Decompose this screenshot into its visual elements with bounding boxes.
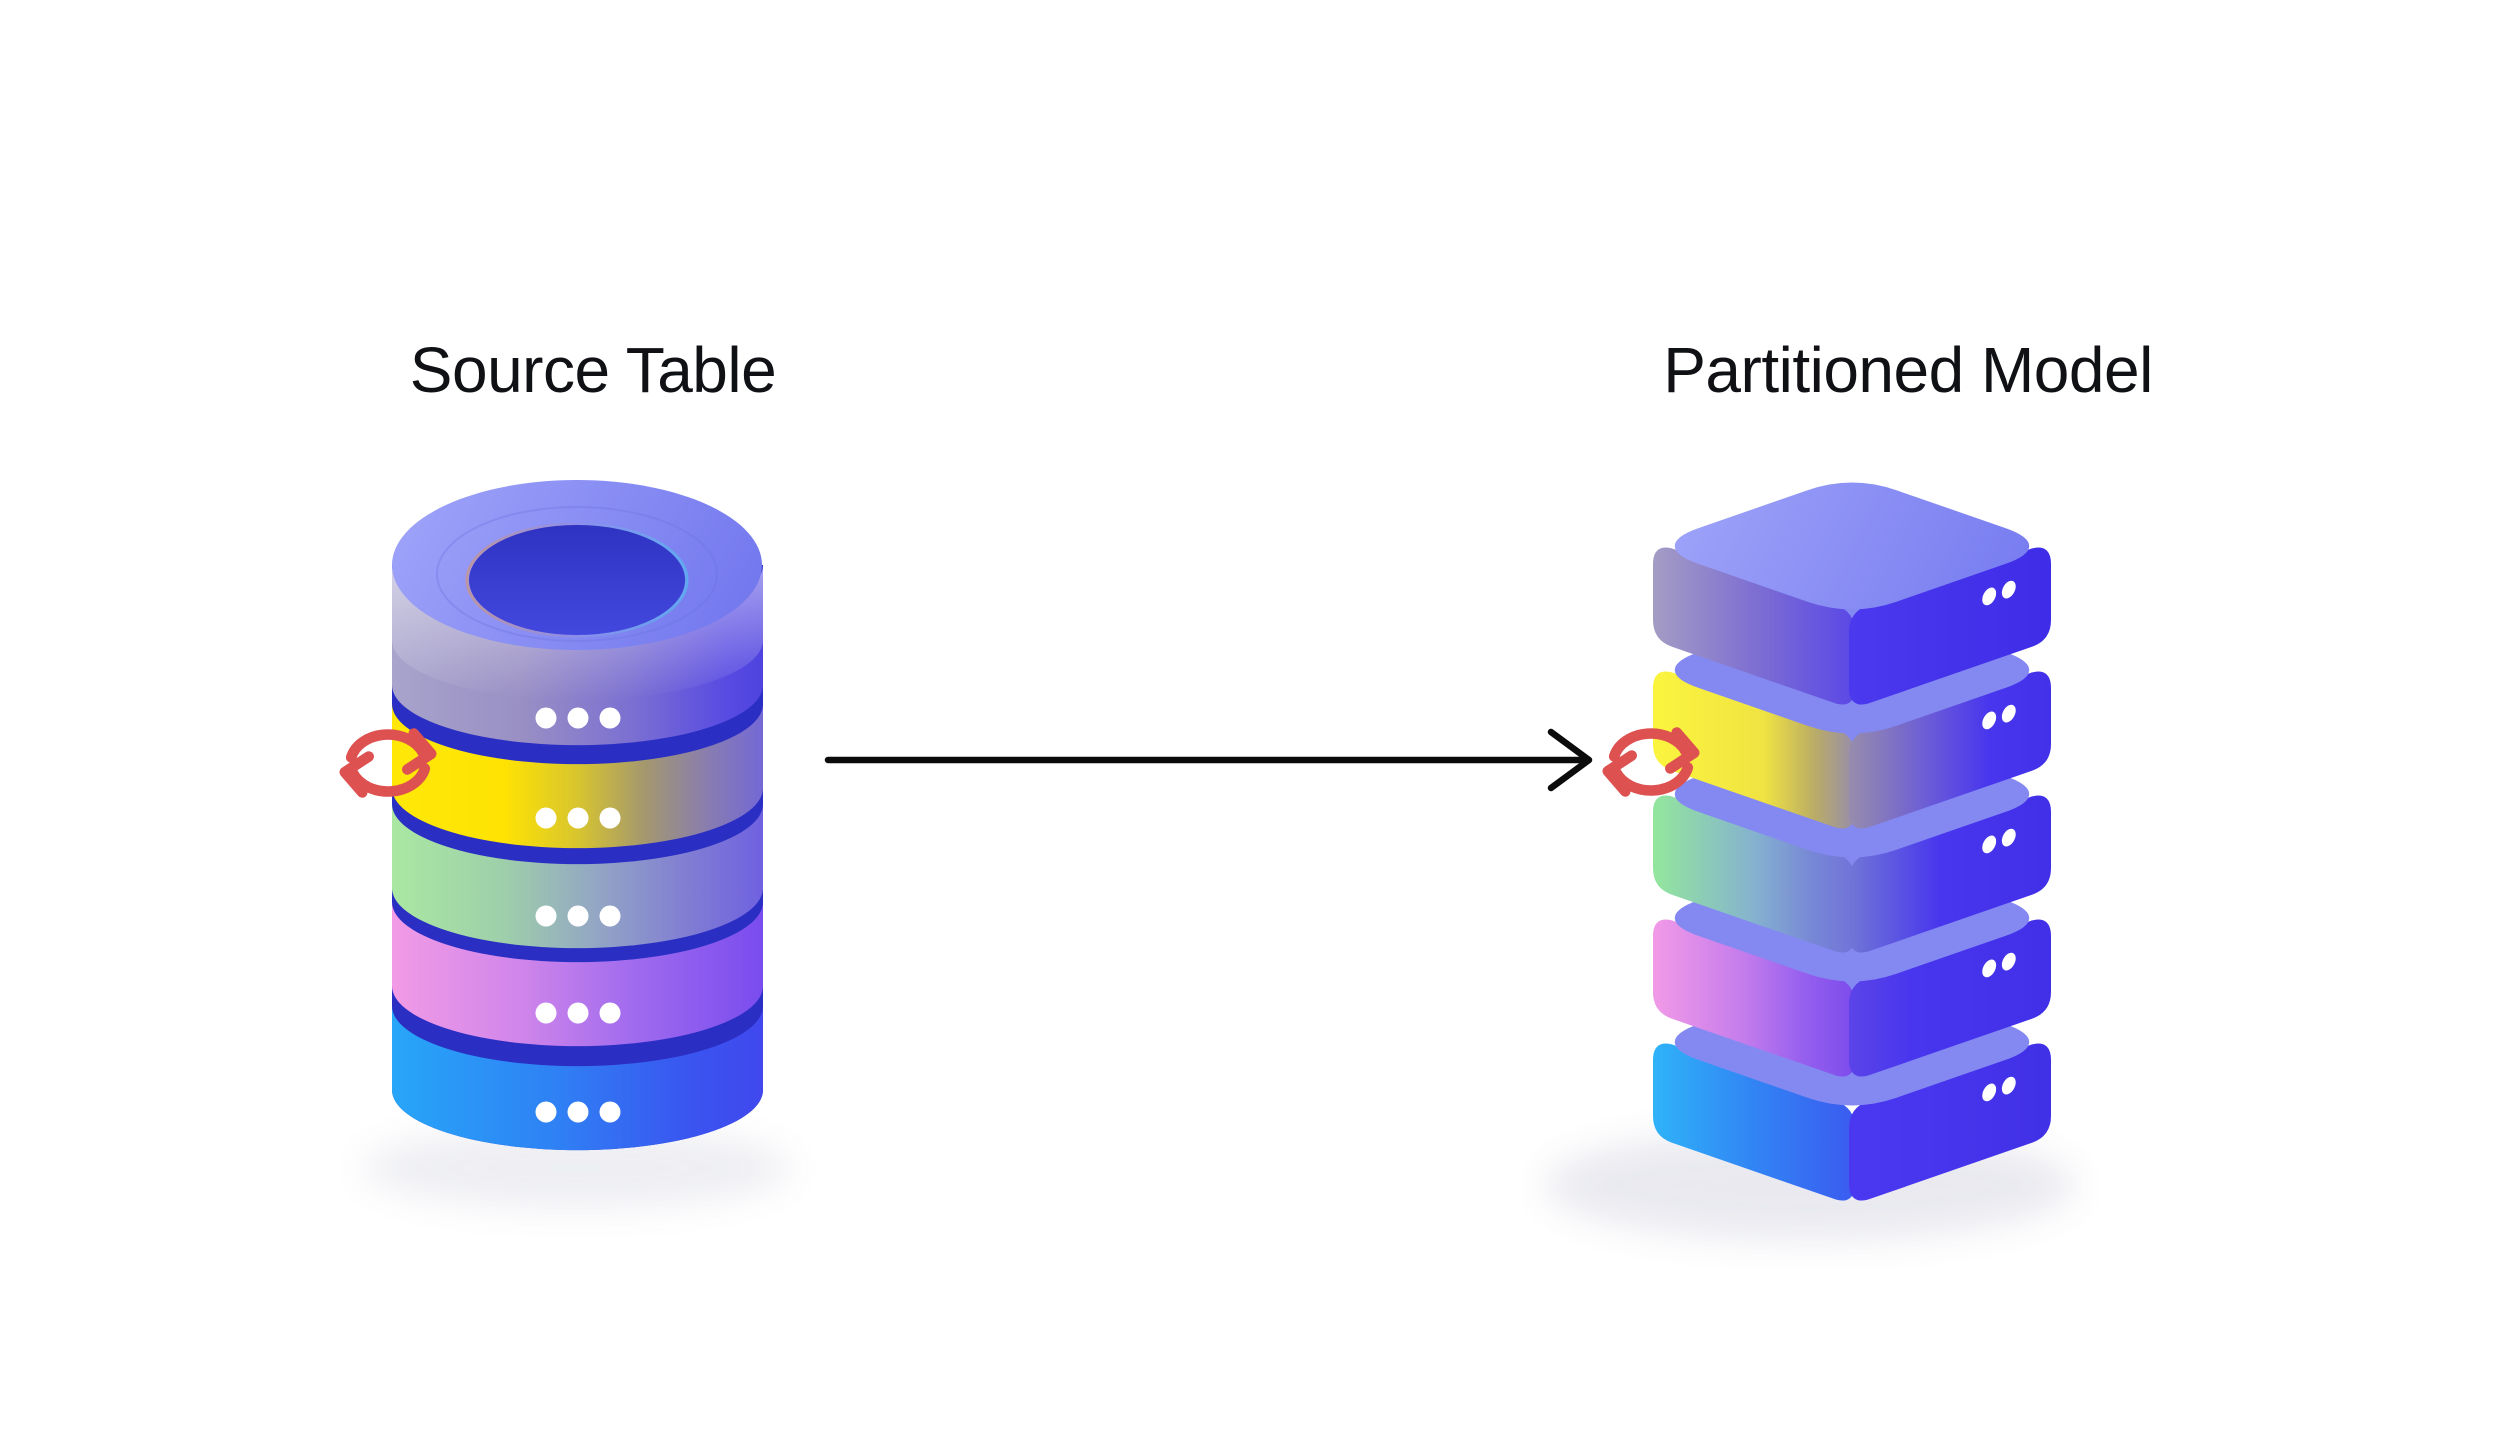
row-dot: [535, 807, 557, 829]
slab-right-face: [1849, 1043, 2051, 1201]
row-dot: [599, 1101, 621, 1123]
slab-right-face: [1849, 547, 2051, 705]
band-rows-green: [392, 804, 763, 949]
slab-right-face: [1849, 919, 2051, 1077]
slab-dot: [2001, 952, 2016, 971]
cylinder-hole-rim: [465, 522, 689, 638]
slab-dot: [1982, 959, 1997, 978]
slab-dot: [2001, 828, 2016, 847]
partition-slab-top: [1653, 482, 2051, 705]
slab-right-face: [1849, 795, 2051, 953]
slab-dot: [1982, 711, 1997, 730]
slab-dot: [1982, 1083, 1997, 1102]
cylinder-shadow: [362, 1128, 792, 1208]
slab-dot: [2001, 580, 2016, 599]
row-dot: [535, 905, 557, 927]
source-table-title: Source Table: [409, 334, 777, 406]
row-dot: [535, 707, 557, 729]
sync-icon-left: [339, 728, 437, 798]
slab-right-face: [1849, 671, 2051, 829]
row-dot: [599, 1002, 621, 1024]
row-dot: [567, 1101, 589, 1123]
row-dot: [599, 707, 621, 729]
cylinder-top-ring: [436, 506, 718, 642]
slab-dot: [2001, 1076, 2016, 1095]
row-dot: [567, 905, 589, 927]
row-dot: [567, 1002, 589, 1024]
row-dot: [567, 807, 589, 829]
row-dot: [535, 1101, 557, 1123]
row-dot: [567, 707, 589, 729]
arrow-head: [1547, 728, 1593, 792]
row-dot: [535, 1002, 557, 1024]
partitioned-model-title: Partitioned Model: [1663, 334, 2153, 406]
cylinder-hole: [469, 525, 685, 635]
band-rows-pink: [392, 902, 763, 1047]
source-table-illustration: [362, 480, 792, 1208]
band-rows-blue: [392, 1006, 763, 1151]
flow-arrow: [824, 728, 1593, 792]
slab-dot: [1982, 587, 1997, 606]
partitioned-model-illustration: [1545, 482, 2075, 1240]
sync-icon-right: [1602, 727, 1700, 797]
slab-dot: [2001, 704, 2016, 723]
band-rows-yellow: [392, 704, 763, 849]
slab-dot: [1982, 835, 1997, 854]
row-dot: [599, 905, 621, 927]
stack-top-face: [1675, 482, 2029, 610]
row-dot: [599, 807, 621, 829]
